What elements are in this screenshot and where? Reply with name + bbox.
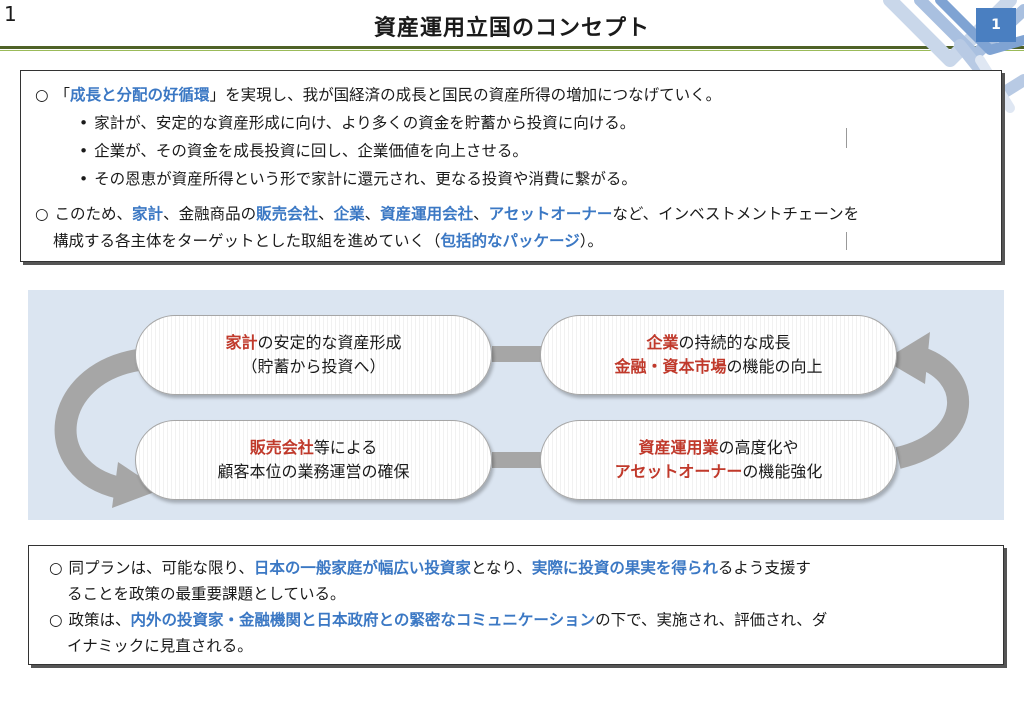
household-asset-formation-node: 家計の安定的な資産形成 （貯蓄から投資へ） [135, 315, 492, 395]
page-number-left: 1 [4, 2, 17, 26]
policy-summary-box: ○同プランは、可能な限り、日本の一般家庭が幅広い投資家となり、実際に投資の果実を… [28, 545, 1004, 665]
connector-bar-top [492, 346, 542, 362]
circle-marker-icon: ○ [49, 559, 63, 577]
virtuous-cycle-highlight: 成長と分配の好循環 [70, 86, 210, 104]
policy-line-2: ○政策は、内外の投資家・金融機関と日本政府との緊密なコミュニケーションの下で、実… [49, 611, 828, 629]
summary-line-1: ○「成長と分配の好循環」を実現し、我が国経済の成長と国民の資産所得の増加につなげ… [35, 86, 722, 104]
circle-marker-icon: ○ [35, 86, 49, 104]
package-highlight: 包括的なパッケージ [440, 232, 580, 250]
bullet-icon: • [79, 142, 89, 160]
summary-line-2: ○このため、家計、金融商品の販売会社、企業、資産運用会社、アセットオーナーなど、… [35, 205, 860, 223]
bullet-item: •その恩恵が資産所得という形で家計に還元され、更なる投資や消費に繋がる。 [79, 170, 637, 188]
page-title: 資産運用立国のコンセプト [373, 16, 650, 41]
circle-marker-icon: ○ [49, 611, 63, 629]
decorative-divider [846, 128, 847, 148]
title-rule-accent [0, 50, 1024, 51]
bullet-item: •家計が、安定的な資産形成に向け、より多くの資金を貯蓄から投資に向ける。 [79, 114, 636, 132]
policy-line-2-cont: イナミックに見直される。 [67, 637, 253, 655]
asset-management-node: 資産運用業の高度化や アセットオーナーの機能強化 [540, 420, 897, 500]
bullet-icon: • [79, 114, 89, 132]
sales-company-node: 販売会社等による 顧客本位の業務運営の確保 [135, 420, 492, 500]
page-number-badge: 1 [976, 8, 1016, 42]
circle-marker-icon: ○ [35, 205, 49, 223]
title-rule [0, 46, 1024, 49]
decorative-divider [846, 232, 847, 250]
policy-line-1-cont: ることを政策の最重要課題としている。 [67, 585, 346, 603]
bullet-icon: • [79, 170, 89, 188]
summary-line-2-cont: 構成する各主体をターゲットとした取組を進めていく（包括的なパッケージ）。 [53, 232, 603, 250]
policy-line-1: ○同プランは、可能な限り、日本の一般家庭が幅広い投資家となり、実際に投資の果実を… [49, 559, 811, 577]
bullet-item: •企業が、その資金を成長投資に回し、企業価値を向上させる。 [79, 142, 528, 160]
concept-summary-box: ○「成長と分配の好循環」を実現し、我が国経済の成長と国民の資産所得の増加につなげ… [20, 70, 1002, 262]
connector-bar-bottom [492, 452, 542, 468]
corporate-growth-node: 企業の持続的な成長 金融・資本市場の機能の向上 [540, 315, 897, 395]
